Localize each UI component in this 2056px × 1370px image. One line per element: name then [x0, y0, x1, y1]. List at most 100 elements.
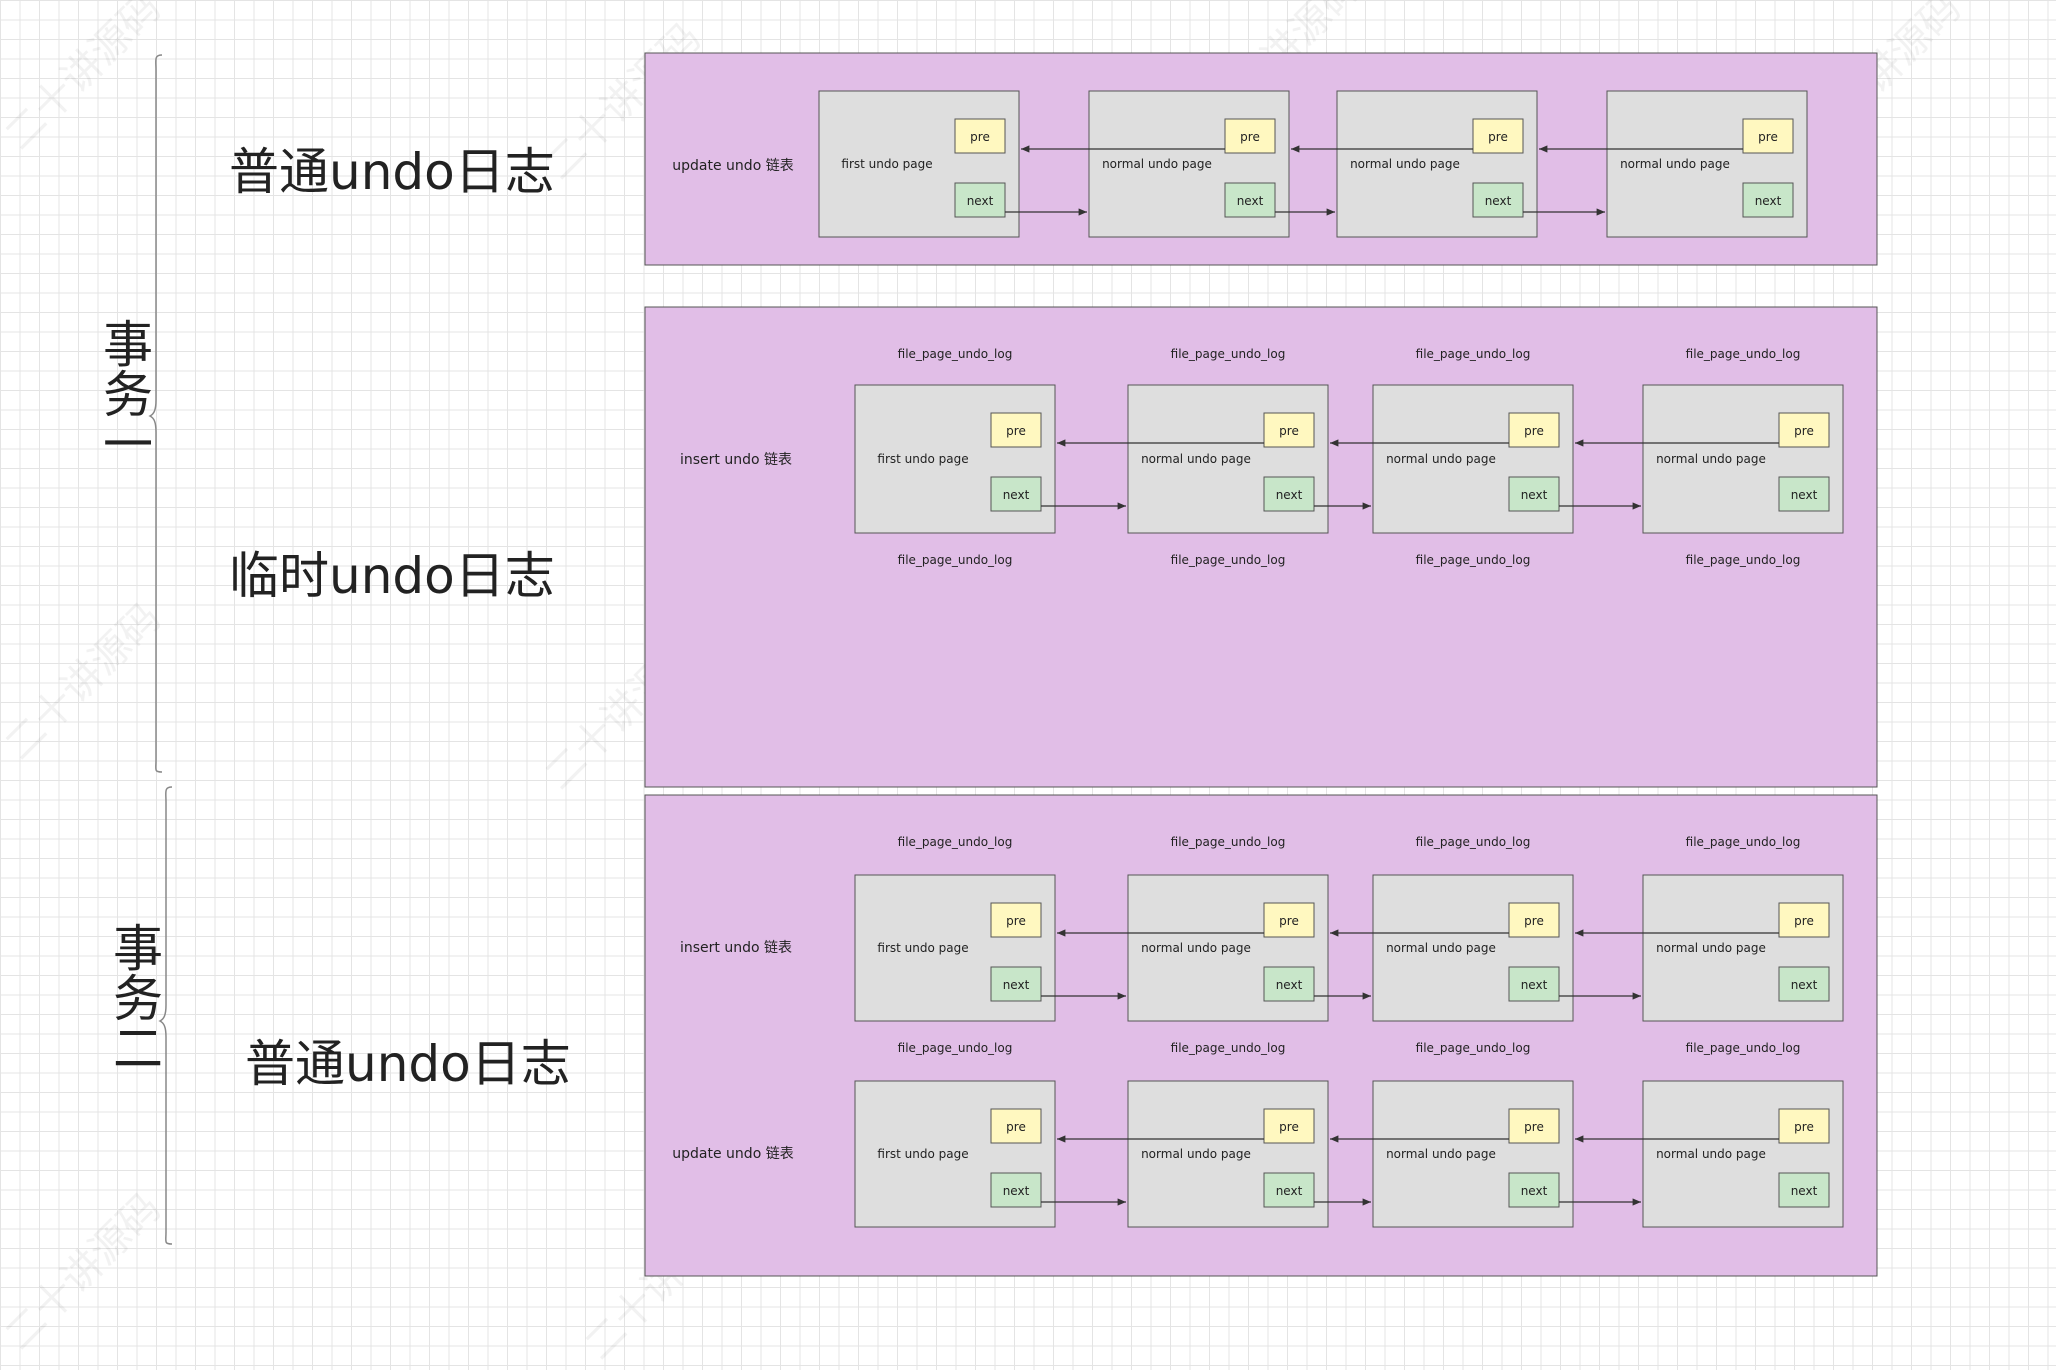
- next-pointer-box: [990, 966, 1042, 1002]
- pre-pointer-box: [990, 412, 1042, 448]
- next-pointer-box: [1508, 966, 1560, 1002]
- pre-pointer-label: pre: [1524, 1120, 1544, 1134]
- pre-pointer-label: pre: [1524, 914, 1544, 928]
- undo-chain-diagram: update undo 链表 first undo page pre next norm…: [644, 52, 1878, 1277]
- pre-pointer-box: [990, 1108, 1042, 1144]
- page-caption-top: file_page_undo_log: [1171, 1041, 1286, 1055]
- next-pointer-box: [1508, 1172, 1560, 1208]
- next-pointer-label: next: [1485, 194, 1512, 208]
- undo-page-title: first undo page: [877, 941, 968, 955]
- pre-pointer-label: pre: [1794, 914, 1814, 928]
- pre-pointer-label: pre: [1279, 424, 1299, 438]
- group-label-text: 事务二: [105, 922, 163, 1072]
- pre-pointer-label: pre: [1279, 1120, 1299, 1134]
- page-caption-top: file_page_undo_log: [1416, 347, 1531, 361]
- next-pointer-label: next: [1003, 488, 1030, 502]
- chain-label: insert undo 链表: [680, 452, 792, 468]
- pre-pointer-label: pre: [1758, 130, 1778, 144]
- page-caption-bottom: file_page_undo_log: [898, 553, 1013, 567]
- page-caption-top: file_page_undo_log: [1416, 835, 1531, 849]
- pre-pointer-label: pre: [1488, 130, 1508, 144]
- undo-page-title: normal undo page: [1386, 941, 1496, 955]
- pre-pointer-label: pre: [1006, 914, 1026, 928]
- pre-pointer-label: pre: [1794, 1120, 1814, 1134]
- undo-page-title: normal undo page: [1141, 1147, 1251, 1161]
- pre-pointer-label: pre: [1279, 914, 1299, 928]
- pre-pointer-box: [990, 902, 1042, 938]
- pre-pointer-box: [1263, 1108, 1315, 1144]
- pre-pointer-box: [1508, 902, 1560, 938]
- panel-background: [644, 306, 1878, 788]
- next-pointer-box: [990, 476, 1042, 512]
- pre-pointer-box: [1508, 412, 1560, 448]
- chain-label: update undo 链表: [672, 158, 793, 174]
- next-pointer-box: [1742, 182, 1794, 218]
- page-caption-top: file_page_undo_log: [898, 347, 1013, 361]
- next-pointer-label: next: [1755, 194, 1782, 208]
- undo-page-title: normal undo page: [1102, 157, 1212, 171]
- undo-page-title: normal undo page: [1656, 1147, 1766, 1161]
- next-pointer-label: next: [1521, 488, 1548, 502]
- page-caption-top: file_page_undo_log: [1686, 1041, 1801, 1055]
- log-type-label: 临时undo日志: [229, 547, 555, 605]
- next-pointer-label: next: [1521, 1184, 1548, 1198]
- next-pointer-box: [954, 182, 1006, 218]
- next-pointer-label: next: [967, 194, 994, 208]
- undo-page-title: normal undo page: [1141, 941, 1251, 955]
- next-pointer-label: next: [1003, 978, 1030, 992]
- next-pointer-box: [1778, 1172, 1830, 1208]
- pre-pointer-label: pre: [1006, 1120, 1026, 1134]
- pre-pointer-box: [1778, 412, 1830, 448]
- page-caption-bottom: file_page_undo_log: [1686, 553, 1801, 567]
- next-pointer-label: next: [1003, 1184, 1030, 1198]
- page-caption-top: file_page_undo_log: [1171, 835, 1286, 849]
- log-type-label: 普通undo日志: [229, 143, 555, 201]
- next-pointer-label: next: [1791, 1184, 1818, 1198]
- pre-pointer-box: [1263, 902, 1315, 938]
- next-pointer-box: [1224, 182, 1276, 218]
- group-label-transaction-1: 事务一: [94, 318, 154, 468]
- next-pointer-label: next: [1791, 488, 1818, 502]
- next-pointer-box: [1508, 476, 1560, 512]
- page-caption-top: file_page_undo_log: [898, 835, 1013, 849]
- undo-page-title: first undo page: [877, 1147, 968, 1161]
- next-pointer-label: next: [1276, 1184, 1303, 1198]
- next-pointer-box: [1263, 476, 1315, 512]
- page-caption-bottom: file_page_undo_log: [1171, 553, 1286, 567]
- page-caption-top: file_page_undo_log: [1686, 835, 1801, 849]
- undo-page-title: normal undo page: [1656, 452, 1766, 466]
- pre-pointer-label: pre: [1794, 424, 1814, 438]
- undo-page-title: normal undo page: [1386, 452, 1496, 466]
- undo-page-title: normal undo page: [1656, 941, 1766, 955]
- chain-label: update undo 链表: [672, 1146, 793, 1162]
- next-pointer-label: next: [1276, 488, 1303, 502]
- chain-label: insert undo 链表: [680, 940, 792, 956]
- bracket-group-1: [148, 54, 173, 1245]
- log-type-label: 普通undo日志: [245, 1035, 571, 1093]
- page-caption-top: file_page_undo_log: [1171, 347, 1286, 361]
- pre-pointer-label: pre: [970, 130, 990, 144]
- next-pointer-box: [1778, 476, 1830, 512]
- pre-pointer-box: [1778, 902, 1830, 938]
- pre-pointer-box: [1224, 118, 1276, 154]
- pre-pointer-box: [1263, 412, 1315, 448]
- group-label-transaction-2: 事务二: [104, 922, 164, 1072]
- pre-pointer-box: [1508, 1108, 1560, 1144]
- pre-pointer-box: [954, 118, 1006, 154]
- undo-page-title: first undo page: [841, 157, 932, 171]
- next-pointer-box: [1263, 1172, 1315, 1208]
- pre-pointer-box: [1472, 118, 1524, 154]
- undo-page-title: normal undo page: [1620, 157, 1730, 171]
- next-pointer-label: next: [1276, 978, 1303, 992]
- diagram-canvas: 二十讲源码 二十讲源码 二十讲源码 二十讲源码 二十讲源码 二十讲源码 二十讲源…: [0, 0, 1970, 1369]
- page-caption-top: file_page_undo_log: [1416, 1041, 1531, 1055]
- undo-page-title: normal undo page: [1350, 157, 1460, 171]
- next-pointer-label: next: [1237, 194, 1264, 208]
- pre-pointer-label: pre: [1240, 130, 1260, 144]
- page-caption-top: file_page_undo_log: [898, 1041, 1013, 1055]
- pre-pointer-box: [1742, 118, 1794, 154]
- undo-page-title: normal undo page: [1386, 1147, 1496, 1161]
- next-pointer-box: [1472, 182, 1524, 218]
- pre-pointer-box: [1778, 1108, 1830, 1144]
- next-pointer-box: [1778, 966, 1830, 1002]
